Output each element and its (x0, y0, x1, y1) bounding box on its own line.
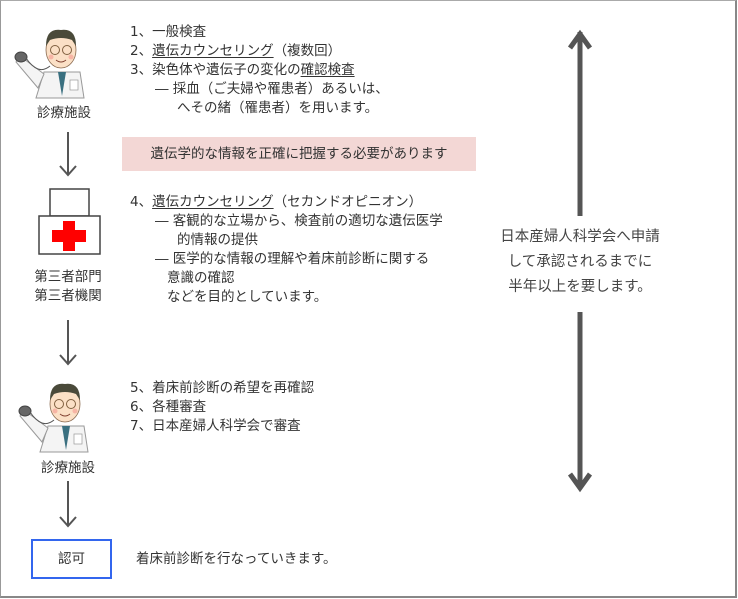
step-2-number: 2、 (130, 43, 153, 59)
step-4-purpose: などを目的としています。 (167, 289, 328, 305)
timeline-note: 日本産婦人科学会へ申請 して承認されるまでに 半年以上を要します。 (480, 225, 680, 300)
genetic-counseling-link[interactable]: 遺伝カウンセリング (152, 43, 274, 59)
step-3-detail-1: ― 採血（ご夫婦や罹患者）あるいは、 (155, 81, 389, 97)
facility-label-top: 診療施設 (37, 105, 91, 121)
approval-box: 認可 (31, 539, 112, 579)
step-6: 6、各種審査 (130, 399, 207, 415)
doctor-icon (18, 383, 89, 453)
doctor-illustration-bottom (18, 383, 89, 453)
flow-arrow-down-1 (59, 132, 77, 177)
step-1: 1、一般検査 (130, 24, 207, 40)
step-3-detail-2: へその緒（罹患者）を用います。 (177, 100, 379, 116)
timeline-arrow-up (567, 29, 593, 216)
timeline-arrow (567, 29, 593, 493)
step-4: 4、遺伝カウンセリング（セカンドオピニオン） (130, 193, 443, 212)
flow-arrow-down-2 (59, 320, 77, 366)
timeline-note-line-2: して承認されるまでに (507, 254, 653, 270)
approval-description: 着床前診断を行なっていきます。 (136, 551, 337, 567)
step-2: 2、遺伝カウンセリング（複数回） (130, 42, 389, 61)
step-3-text: 3、染色体や遺伝子の変化の (130, 62, 301, 78)
step-4-number: 4、 (130, 194, 153, 210)
timeline-note-line-3: 半年以上を要します。 (508, 279, 652, 295)
step-5: 5、着床前診断の希望を再確認 (130, 380, 315, 396)
step-4-detail-2-cont: 意識の確認 (167, 270, 235, 286)
step-2-suffix: （複数回） (273, 43, 342, 59)
step-4-suffix: （セカンドオピニオン） (273, 194, 423, 210)
third-party-dept-label: 第三者部門 (34, 269, 102, 285)
step-4-detail-2: ― 医学的な情報の理解や着床前診断に関する (155, 251, 430, 267)
step-7: 7、日本産婦人科学会で審査 (130, 418, 301, 434)
genetic-counseling-second-link[interactable]: 遺伝カウンセリング (152, 194, 274, 210)
medical-kit-icon (38, 188, 101, 255)
confirmation-test-link[interactable]: 確認検査 (300, 62, 355, 78)
step-3: 3、染色体や遺伝子の変化の確認検査 (130, 61, 389, 80)
notice-banner: 遺伝学的な情報を正確に把握する必要があります (122, 137, 476, 171)
timeline-note-line-1: 日本産婦人科学会へ申請 (500, 229, 660, 245)
steps-group-3: 5、着床前診断の希望を再確認 6、各種審査 7、日本産婦人科学会で審査 (130, 379, 314, 436)
flow-arrow-down-3 (59, 481, 77, 528)
step-4-detail-1: ― 客観的な立場から、検査前の適切な遺伝医学 (155, 213, 443, 229)
step-4-detail-1-cont: 的情報の提供 (177, 232, 258, 248)
timeline-arrow-down (567, 312, 593, 493)
steps-group-1: 1、一般検査 2、遺伝カウンセリング（複数回） 3、染色体や遺伝子の変化の確認検… (130, 23, 389, 118)
steps-group-2: 4、遺伝カウンセリング（セカンドオピニオン） ― 客観的な立場から、検査前の適切… (130, 193, 443, 307)
doctor-illustration-top (14, 29, 85, 99)
doctor-icon (14, 29, 85, 99)
facility-label-bottom: 診療施設 (41, 460, 95, 476)
third-party-label: 第三者部門 第三者機関 (20, 268, 116, 306)
third-party-org-label: 第三者機関 (34, 288, 102, 304)
